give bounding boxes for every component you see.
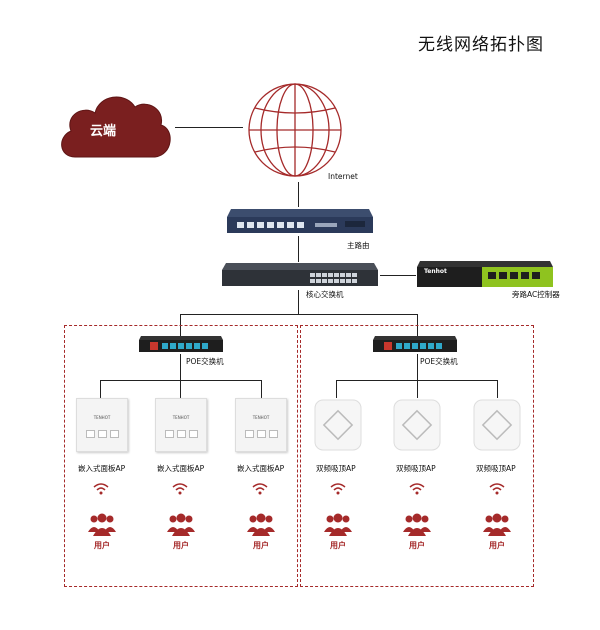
router-device-icon <box>227 209 373 233</box>
users-icon <box>167 513 195 536</box>
panel-ap-1: TENHOT <box>76 398 128 452</box>
users-icon <box>247 513 275 536</box>
user-label: 用户 <box>409 541 425 550</box>
wifi-signal-icon <box>489 483 505 495</box>
ac-brand-logo: Tenhot <box>424 268 447 275</box>
link-poe-right-down <box>417 354 418 380</box>
users-icon <box>88 513 116 536</box>
user-label: 用户 <box>253 541 269 550</box>
link-router-core <box>298 236 299 262</box>
ceiling-ap-2-icon <box>393 399 441 451</box>
core-switch-label: 核心交换机 <box>306 290 344 299</box>
panel-ap-3: TENHOT <box>235 398 287 452</box>
internet-label: Internet <box>328 172 358 181</box>
link-core-down <box>298 290 299 314</box>
ac-controller-icon <box>417 261 553 287</box>
link-internet-router <box>298 182 299 207</box>
user-label: 用户 <box>330 541 346 550</box>
right-zone <box>300 325 534 587</box>
globe-icon <box>248 83 342 177</box>
users-icon <box>324 513 352 536</box>
user-label: 用户 <box>489 541 505 550</box>
panel-ap-2-label: 嵌入式面板AP <box>157 464 205 473</box>
cloud-label: 云端 <box>90 124 117 139</box>
router-label: 主路由 <box>347 241 370 250</box>
ceiling-ap-1-label: 双频吸顶AP <box>316 464 356 473</box>
ac-label: 旁路AC控制器 <box>512 290 560 299</box>
panel-ap-brand: TENHOT <box>252 415 270 420</box>
link-left-ap3 <box>261 380 262 398</box>
panel-ap-1-label: 嵌入式面板AP <box>78 464 126 473</box>
panel-ap-3-label: 嵌入式面板AP <box>237 464 285 473</box>
link-left-ap-bus <box>100 380 262 381</box>
wifi-signal-icon <box>93 483 109 495</box>
wifi-signal-icon <box>252 483 268 495</box>
panel-ap-brand: TENHOT <box>93 415 111 420</box>
diagram-title: 无线网络拓扑图 <box>418 35 544 55</box>
link-cloud-internet <box>175 127 243 128</box>
poe-switch-left-icon <box>139 336 223 352</box>
poe-switch-right-icon <box>373 336 457 352</box>
wifi-signal-icon <box>330 483 346 495</box>
link-right-ap1 <box>336 380 337 398</box>
cloud-icon <box>61 96 171 158</box>
wifi-signal-icon <box>172 483 188 495</box>
ceiling-ap-1-icon <box>314 399 362 451</box>
link-right-ap3 <box>497 380 498 398</box>
link-branch <box>180 314 418 315</box>
link-left-ap2 <box>180 380 181 398</box>
panel-ap-2: TENHOT <box>155 398 207 452</box>
users-icon <box>403 513 431 536</box>
core-switch-icon <box>222 263 378 286</box>
link-right-ap2 <box>417 380 418 398</box>
poe-switch-left-label: POE交换机 <box>186 357 224 366</box>
user-label: 用户 <box>94 541 110 550</box>
users-icon <box>483 513 511 536</box>
user-label: 用户 <box>173 541 189 550</box>
poe-switch-right-label: POE交换机 <box>420 357 458 366</box>
link-core-ac <box>380 275 416 276</box>
link-left-ap1 <box>100 380 101 398</box>
left-zone <box>64 325 298 587</box>
wifi-signal-icon <box>409 483 425 495</box>
ceiling-ap-3-label: 双频吸顶AP <box>476 464 516 473</box>
ceiling-ap-2-label: 双频吸顶AP <box>396 464 436 473</box>
ceiling-ap-3-icon <box>473 399 521 451</box>
panel-ap-brand: TENHOT <box>172 415 190 420</box>
link-poe-left-down <box>180 354 181 380</box>
